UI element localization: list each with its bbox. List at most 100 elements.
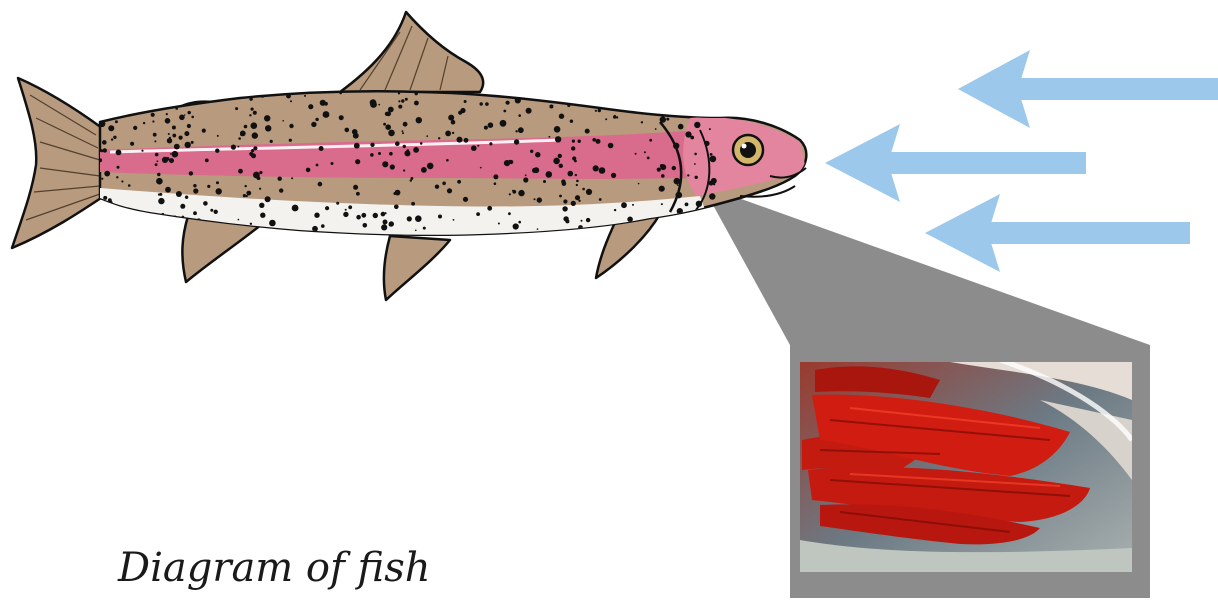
fish-spot [477,145,479,147]
fish-spot [251,108,254,111]
fish-spot [164,93,166,95]
fish-spot [699,216,702,219]
fish-spot [184,131,189,136]
fish-spot [553,158,560,165]
fish-spot [180,91,185,96]
fish-spot [534,198,536,200]
fish-spot [696,201,702,207]
fish-spot [512,190,516,194]
fish-spot [537,197,542,202]
fish-spot [529,92,535,98]
fish-spot [259,203,264,208]
fish-spot [435,185,439,189]
fish-spot [165,118,171,124]
fish-spot [581,220,583,222]
fish-spot [108,125,114,131]
fish-spot [453,219,455,221]
fish-spot [500,120,507,127]
fish-spot [152,120,154,122]
fish-spot [709,193,715,199]
fish-spot [411,202,415,206]
fish-spot [378,152,381,155]
fish-spot [413,147,419,153]
fish-spot [395,190,401,196]
fish-spot [442,182,446,186]
fish-spot [381,212,386,217]
fish-spot [348,205,352,209]
fish-spot [383,123,386,126]
fish-spot [402,132,404,134]
fish-spot [426,135,428,137]
fish-spot [660,164,666,170]
fish-spot [494,182,497,185]
fish-spot [546,171,553,178]
fish-spot [415,92,418,95]
fish-spot [488,122,494,128]
fish-spot [661,174,665,178]
fish-spot [673,143,679,149]
fish-spot [157,160,159,162]
fish-spot [559,195,562,198]
fish-spot [608,143,614,149]
fish-spot [111,228,114,231]
fish-spot [274,90,278,94]
fish-spot [614,209,616,211]
fish-spot [251,153,256,158]
fish-spot [695,176,698,179]
fish-spot [314,213,319,218]
fish-spot [554,126,561,133]
fish-spot [562,181,567,186]
dorsal-fin [340,12,483,92]
fish-spot [378,104,380,106]
fish-spot [265,125,271,131]
fish-spot [146,213,151,218]
fish-spot [575,174,577,176]
fish-spot [316,164,319,167]
fish-spot [677,184,679,186]
fish-spot [535,152,540,157]
fish-spot [549,105,553,109]
fish-spot [598,109,601,112]
fish-spot [238,219,240,221]
fish-spot [685,203,689,207]
fish-spot [718,93,720,95]
fish-spot [599,167,606,174]
fish-spot [568,171,574,177]
fish-spot [438,137,440,139]
fish-spot [471,145,477,151]
fish-spot [143,122,145,124]
fish-spot [235,107,238,110]
fish-spot [172,134,176,138]
fish-spot [592,138,596,142]
fish-spot [578,200,580,202]
fish-spot [445,131,451,137]
fish-spot [448,115,454,121]
fish-spot [476,212,480,216]
fish-spot [311,122,316,127]
fish-spot [146,106,149,109]
fish-spot [537,228,539,230]
fish-spot [423,227,426,230]
fish-spot [582,188,585,191]
fish-spot [383,220,388,225]
fish-spot [149,93,153,97]
fish-spot [215,149,219,153]
fish-spot [245,185,247,187]
fish-spot [575,195,580,200]
fish-spot [596,139,601,144]
fish-spot [189,171,193,175]
fish-spot [415,230,417,232]
fish-spot [593,165,599,171]
fish-spot [264,115,270,121]
fish-spot [278,177,282,181]
fish-spot [238,137,241,140]
fish-spot [700,101,706,107]
fish-spot [175,107,178,110]
fish-spot [343,212,348,217]
fish-spot [709,181,714,186]
fish-spot [402,130,404,132]
fish-spot [710,156,717,163]
fish-spot [188,111,191,114]
fish-spot [319,146,324,151]
fish-spot [169,158,174,163]
